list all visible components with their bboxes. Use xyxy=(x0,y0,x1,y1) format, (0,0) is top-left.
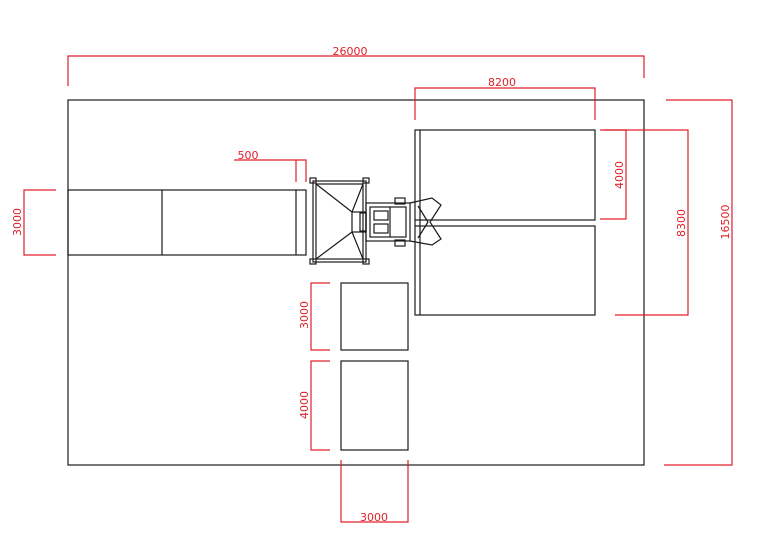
hopper-line-d xyxy=(351,231,364,260)
dim-overall-height-label: 16500 xyxy=(719,205,732,240)
dim-lower-box-width-label: 3000 xyxy=(360,511,388,524)
hopper-inner xyxy=(315,183,364,260)
dim-overall-height: 16500 xyxy=(664,99,733,466)
feed-roller-bottom xyxy=(373,223,389,234)
lower-box-two xyxy=(340,360,409,451)
dim-top-right-cell-height-label: 4000 xyxy=(613,161,626,189)
dim-feed-offset: 500 xyxy=(234,149,307,182)
dim-right-block-height: 8300 xyxy=(604,129,689,316)
lower-box-one xyxy=(340,282,409,351)
bottom-right-bin xyxy=(414,225,596,316)
hopper-line-c xyxy=(351,183,364,213)
dim-top-right-width: 8200 xyxy=(414,76,596,120)
dim-lower-box-one-label: 3000 xyxy=(298,301,311,329)
feed-cap-bottom xyxy=(394,239,406,247)
hopper-line-a xyxy=(315,183,353,213)
hopper-corner-tr xyxy=(362,177,370,184)
conveyor-body xyxy=(67,189,307,256)
feed-roller-top xyxy=(373,210,389,221)
dim-top-right-width-label: 8200 xyxy=(488,76,516,89)
dim-top-right-cell-height: 4000 xyxy=(600,129,627,220)
dim-lower-box-one: 3000 xyxy=(298,282,330,351)
right-bins xyxy=(414,129,596,316)
feed-coupler xyxy=(359,212,367,232)
hopper-corner-tl xyxy=(309,177,317,184)
dim-conveyor-width: 3000 xyxy=(11,189,56,256)
dim-feed-offset-label: 500 xyxy=(238,149,259,162)
dim-lower-box-two-label: 4000 xyxy=(298,391,311,419)
building-outline xyxy=(67,99,645,466)
feed-housing xyxy=(365,202,411,242)
hopper-corner-bl xyxy=(309,258,317,265)
dim-overall-width: 26000 xyxy=(67,45,645,86)
feed-housing-inner xyxy=(369,206,407,238)
feed-cap-top xyxy=(394,197,406,205)
hopper-frame xyxy=(312,180,367,263)
hopper-outlet xyxy=(351,211,367,233)
dim-overall-width-label: 26000 xyxy=(333,45,368,58)
dim-lower-box-width: 3000 xyxy=(340,460,409,524)
top-right-bin xyxy=(414,129,596,221)
hopper-line-b xyxy=(315,231,353,260)
left-conveyor xyxy=(67,189,307,256)
hopper-machine xyxy=(309,177,442,265)
dim-lower-box-two: 4000 xyxy=(298,360,330,451)
dim-conveyor-width-label: 3000 xyxy=(11,208,24,236)
hopper-corner-br xyxy=(362,258,370,265)
discharge-chute xyxy=(409,197,442,246)
dim-right-block-height-label: 8300 xyxy=(675,209,688,237)
